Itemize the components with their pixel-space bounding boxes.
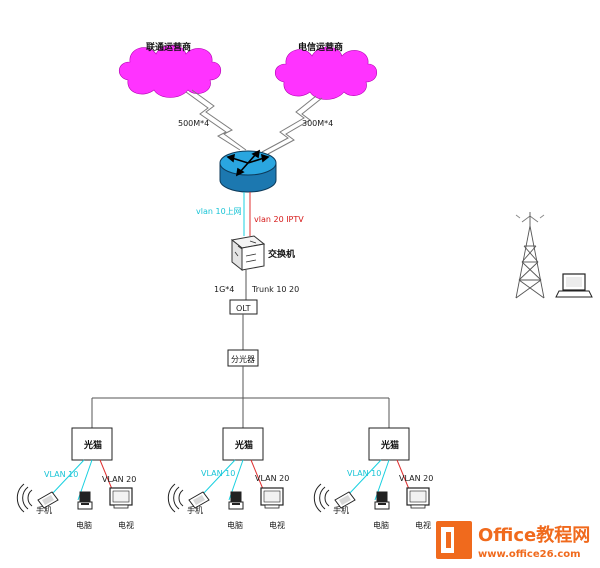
onu-vlan20-label: VLAN 20 (102, 475, 136, 484)
pc-label: 电脑 (373, 520, 389, 530)
onu-box (368, 427, 410, 461)
onu-label: 光猫 (380, 439, 399, 451)
tv-label: 电视 (118, 520, 134, 530)
laptop-icon (555, 273, 593, 298)
splitter-label: 分光器 (231, 354, 255, 364)
carrier-right-label: 电信运营商 (298, 41, 343, 53)
uplink-left-zigzag-2 (191, 89, 247, 151)
watermark-brand: Office教程网 (478, 524, 590, 546)
uplink-bandwidth-label: 1G*4 (214, 285, 234, 294)
uplink-right-zigzag (261, 95, 317, 153)
switch-icon (230, 235, 266, 272)
phone-label: 手机 (333, 505, 349, 515)
uplink-left-zigzag (185, 91, 241, 151)
onu-vlan20-label: VLAN 20 (255, 474, 289, 483)
onu-phone-line (202, 459, 236, 495)
onu-group-1: 光猫 VLAN 10 VLAN 20 手机 电脑 电视 (16, 427, 136, 530)
terminal-icons (313, 483, 430, 513)
tv-label: 电视 (269, 520, 285, 530)
carrier-left-label: 联通运营商 (146, 41, 191, 53)
onu-vlan10-label: VLAN 10 (44, 470, 78, 479)
terminal-icons (167, 483, 284, 513)
tv-label: 电视 (415, 520, 431, 530)
olt-label: OLT (236, 304, 251, 313)
onu-vlan10-label: VLAN 10 (347, 469, 381, 478)
vlan20-label: vlan 20 IPTV (254, 215, 304, 224)
onu-vlan10-label: VLAN 10 (201, 469, 235, 478)
onu-phone-line (51, 459, 85, 495)
router-icon (219, 149, 277, 193)
onu-box (222, 427, 264, 461)
right-bandwidth-label: 300M*4 (302, 119, 333, 128)
left-bandwidth-label: 500M*4 (178, 119, 209, 128)
pc-label: 电脑 (76, 520, 92, 530)
phone-label: 手机 (187, 505, 203, 515)
terminal-icons (16, 483, 133, 513)
onu-phone-line (348, 459, 382, 495)
onu-group-3: 光猫 VLAN 10 VLAN 20 手机 电脑 电视 (313, 427, 433, 530)
office-watermark-logo: Office教程网 www.office26.com (436, 521, 590, 560)
onu-box (71, 427, 113, 461)
onu-label: 光猫 (234, 439, 253, 451)
cloud-telecom (274, 46, 378, 100)
phone-label: 手机 (36, 505, 52, 515)
vlan10-label: vlan 10上网 (196, 207, 242, 216)
trunk-label: Trunk 10 20 (251, 285, 299, 294)
onu-vlan20-label: VLAN 20 (399, 474, 433, 483)
uplink-right-zigzag-2 (267, 97, 323, 155)
switch-label: 交换机 (268, 248, 295, 260)
radio-tower-icon (515, 212, 545, 299)
pc-label: 电脑 (227, 520, 243, 530)
watermark-url: www.office26.com (478, 549, 581, 560)
onu-group-2: 光猫 VLAN 10 VLAN 20 手机 电脑 电视 (167, 427, 289, 530)
onu-label: 光猫 (83, 439, 102, 451)
